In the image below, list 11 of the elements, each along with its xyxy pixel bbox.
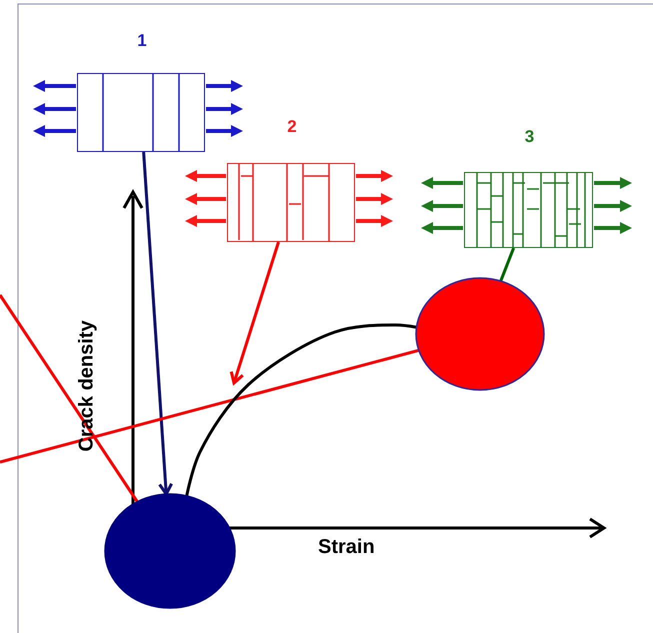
specimen-number: 1 <box>137 31 147 51</box>
axis-label: Crack density <box>76 320 98 452</box>
line <box>0 294 139 503</box>
curve <box>185 324 417 496</box>
leader-line <box>142 152 174 496</box>
line <box>0 348 420 464</box>
axis-label: Strain <box>318 536 375 559</box>
leader-arrow <box>230 242 280 384</box>
specimen-number: 3 <box>524 127 534 147</box>
specimen-number: 2 <box>287 117 297 137</box>
leader-line <box>499 247 516 282</box>
